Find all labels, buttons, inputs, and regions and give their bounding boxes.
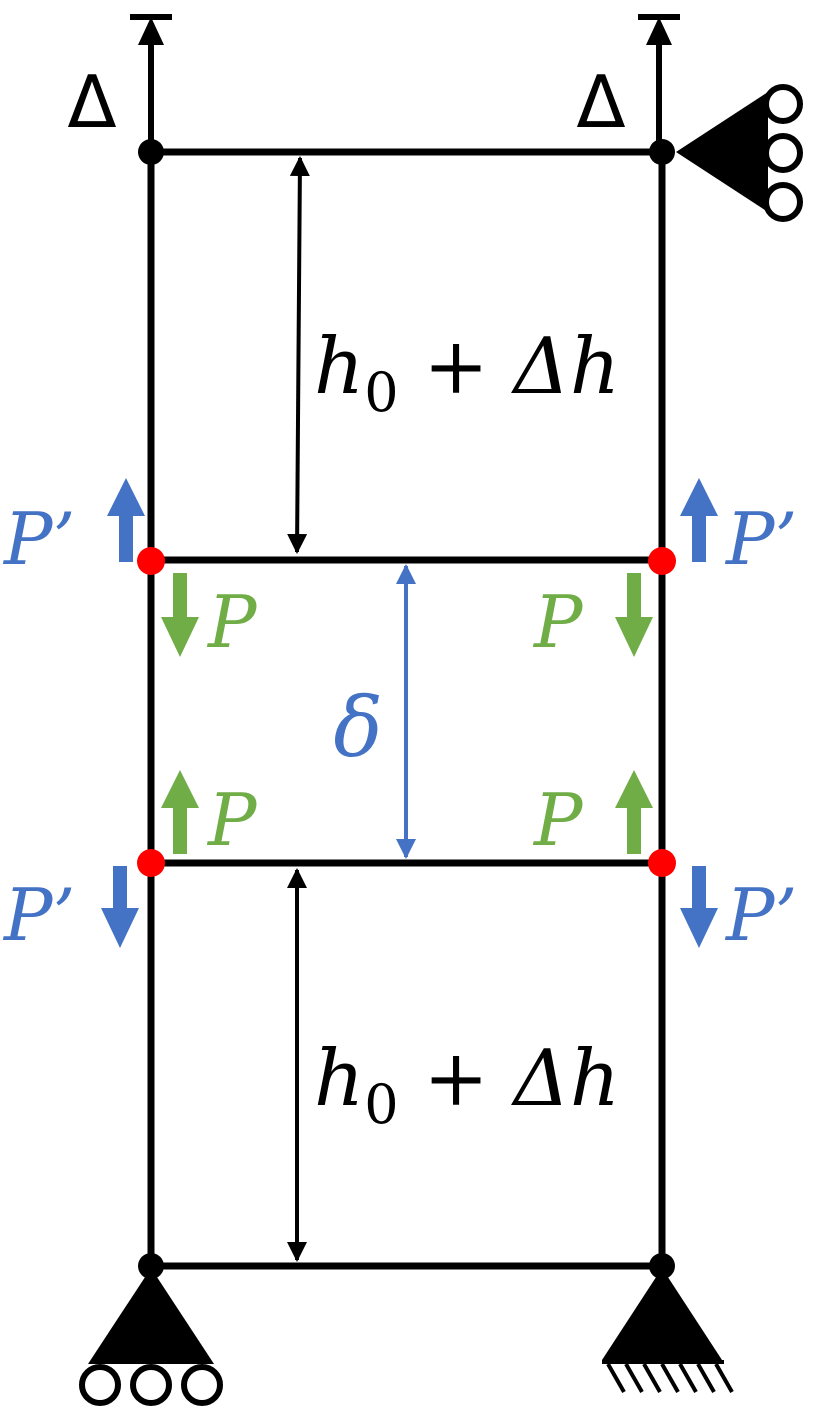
roller-support-icon xyxy=(79,1268,223,1406)
roller-wedge xyxy=(676,92,768,212)
p-prime-upper-left xyxy=(107,478,145,562)
roller-circle-1 xyxy=(79,1364,121,1406)
p-labels: P P P P xyxy=(206,580,584,862)
down-arrow-shaft xyxy=(173,573,187,619)
joint-bottom-right xyxy=(649,1253,675,1279)
upper-height-label: h0 + Δh xyxy=(314,322,620,424)
roller-circle-2 xyxy=(130,1364,172,1406)
p-forces xyxy=(161,573,653,854)
hinge-upper-left xyxy=(137,547,165,575)
delta-top-left: Δ xyxy=(67,60,116,144)
roller-circle-1 xyxy=(763,84,803,124)
top-right-load xyxy=(638,14,680,150)
up-arrow-icon xyxy=(615,770,653,808)
hinge-lower-left xyxy=(137,849,165,877)
delta-top-right: Δ xyxy=(576,60,625,144)
lower-height-label: h0 + Δh xyxy=(314,1034,620,1136)
p-label-lower-left: P xyxy=(206,778,258,862)
p-lower-right xyxy=(615,770,653,854)
roller-wedge xyxy=(88,1268,214,1364)
p-prime-forces xyxy=(101,478,718,948)
p-label-lower-right: P xyxy=(532,778,584,862)
p-prime-labels: P’ P’ P’ P’ xyxy=(2,497,797,957)
down-arrow-icon xyxy=(161,617,199,657)
fixed-pin-support-icon xyxy=(602,1268,734,1393)
roller-circle-3 xyxy=(181,1364,223,1406)
frame-members xyxy=(147,146,666,1272)
hinges xyxy=(137,547,676,877)
roller-circle-2 xyxy=(763,133,803,173)
p-label-upper-left: P xyxy=(206,580,258,664)
hinge-upper-right xyxy=(648,547,676,575)
down-arrow-shaft xyxy=(692,866,706,912)
p-prime-label-lower-left: P’ xyxy=(2,873,75,957)
up-arrow-shaft xyxy=(692,514,706,562)
p-label-upper-right: P xyxy=(532,580,584,664)
down-arrow-icon xyxy=(680,908,718,948)
p-prime-upper-right xyxy=(680,478,718,562)
p-prime-label-lower-right: P’ xyxy=(724,873,797,957)
pin-wedge xyxy=(602,1268,722,1360)
up-arrow-icon xyxy=(161,770,199,808)
roller-support-icon xyxy=(676,84,803,222)
up-arrow-icon xyxy=(646,17,672,45)
p-prime-lower-right xyxy=(680,866,718,948)
upper-height-dimension xyxy=(287,156,310,554)
up-arrow-icon xyxy=(107,478,145,516)
joints xyxy=(138,139,675,1279)
up-arrow-shaft xyxy=(119,514,133,562)
roller-circle-3 xyxy=(763,182,803,222)
ground-hatch xyxy=(606,1363,734,1393)
up-arrow-icon xyxy=(138,17,164,45)
hinge-lower-right xyxy=(648,849,676,877)
p-prime-lower-left xyxy=(101,866,139,948)
p-upper-right xyxy=(615,573,653,657)
up-arrow-shaft xyxy=(627,806,641,854)
p-prime-label-upper-right: P’ xyxy=(724,497,797,581)
p-upper-left xyxy=(161,573,199,657)
gap-label: δ xyxy=(333,681,382,776)
down-arrow-shaft xyxy=(627,573,641,619)
joint-bottom-left xyxy=(138,1253,164,1279)
top-left-load xyxy=(130,14,172,150)
down-arrow-icon xyxy=(101,908,139,948)
p-prime-label-upper-left: P’ xyxy=(2,497,75,581)
up-arrow-shaft xyxy=(173,806,187,854)
joint-top-left xyxy=(138,139,164,165)
joint-top-right xyxy=(649,139,675,165)
up-arrow-icon xyxy=(680,478,718,516)
p-lower-left xyxy=(161,770,199,854)
down-arrow-icon xyxy=(615,617,653,657)
down-arrow-shaft xyxy=(113,866,127,912)
